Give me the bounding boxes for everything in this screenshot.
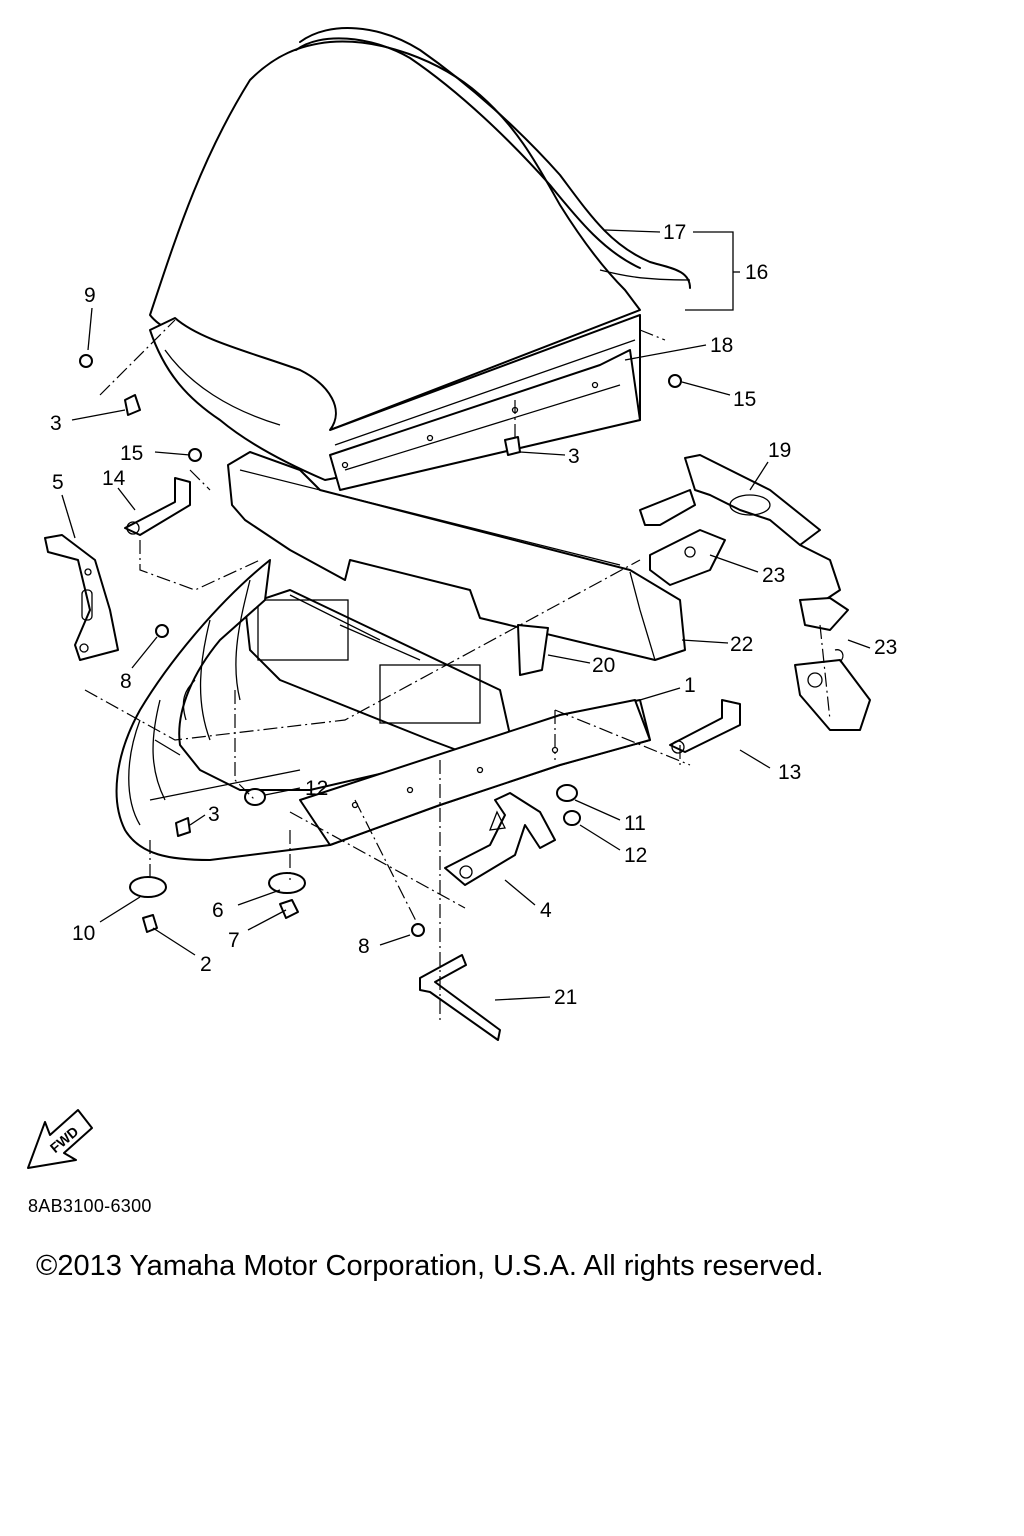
storage-box-drawing [244, 589, 511, 756]
seat-bracket-drawing [227, 451, 686, 661]
part-label-23-upper: 23 [762, 564, 785, 587]
part-label-3-lower: 3 [208, 803, 220, 826]
fwd-arrow-icon: FWD [27, 1109, 93, 1169]
diagram-code: 8AB3100-6300 [28, 1196, 152, 1216]
part-label-10: 10 [72, 922, 95, 945]
part-labels: 17 16 9 18 15 3 3 15 19 5 14 23 22 23 20… [50, 221, 897, 1009]
part-label-19: 19 [768, 439, 791, 462]
side-bracket-5 [44, 534, 119, 661]
part-label-22: 22 [730, 633, 753, 656]
part-label-15-left: 15 [120, 442, 143, 465]
rail-21 [419, 954, 501, 1041]
bracket-13 [669, 699, 741, 754]
part-label-6: 6 [212, 899, 224, 922]
part-label-21: 21 [554, 986, 577, 1009]
part-label-7: 7 [228, 929, 240, 952]
part-label-8-upper: 8 [120, 670, 132, 693]
part-label-1: 1 [684, 674, 696, 697]
part-label-12-right: 12 [624, 844, 647, 867]
fasteners [79, 354, 682, 937]
part-label-23-lower: 23 [874, 636, 897, 659]
part-label-20: 20 [592, 654, 615, 677]
bracket-14 [124, 477, 191, 536]
part-label-16: 16 [745, 261, 768, 284]
body-cover-drawing [115, 559, 651, 861]
copyright-notice: ©2013 Yamaha Motor Corporation, U.S.A. A… [36, 1250, 824, 1282]
part-label-9: 9 [84, 284, 96, 307]
part-label-13: 13 [778, 761, 801, 784]
part-label-14: 14 [102, 467, 126, 490]
part-label-8-lower: 8 [358, 935, 370, 958]
alignment-lines [84, 319, 831, 1020]
part-label-12-left: 12 [305, 777, 328, 800]
part-label-11: 11 [624, 812, 646, 835]
part-label-4: 4 [540, 899, 552, 922]
bracket-4 [444, 792, 556, 886]
part-label-2: 2 [200, 953, 212, 976]
part-label-3-center: 3 [568, 445, 580, 468]
part-label-15-right: 15 [733, 388, 756, 411]
part-label-3-top-left: 3 [50, 412, 62, 435]
seat-drawing [149, 27, 691, 491]
part-label-18: 18 [710, 334, 733, 357]
part-label-5: 5 [52, 471, 64, 494]
leader-lines [61, 229, 871, 1001]
part-label-17: 17 [663, 221, 686, 244]
hinge-assembly-drawing [639, 454, 871, 731]
